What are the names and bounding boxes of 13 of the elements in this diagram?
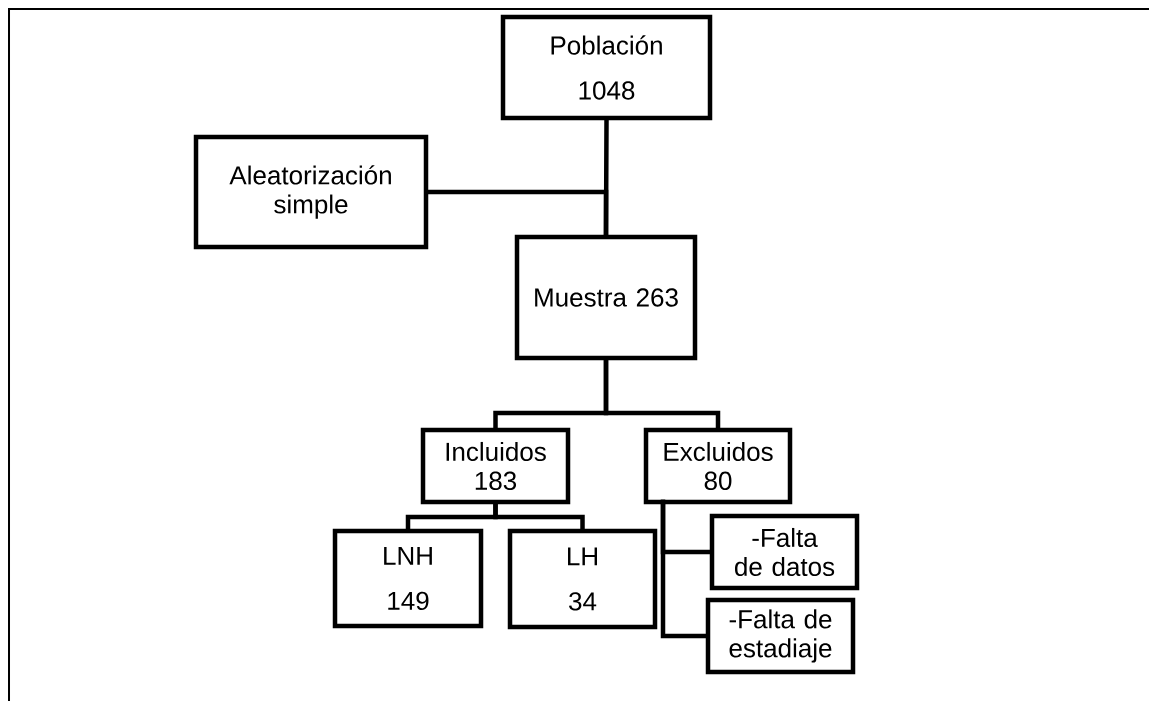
box: Incluidos 183 [420,427,571,505]
box: -Falta de estadiaje [705,597,856,675]
box: Excluidos 80 [643,427,793,505]
box: Muestra 263 [514,234,698,361]
connector-line [426,189,609,237]
connector-line [603,358,721,430]
connector-line [493,502,585,531]
box: LNH 149 [332,528,484,629]
box: -Falta de datos [709,513,860,591]
box: LH 34 [507,528,658,630]
connector-line [660,499,708,639]
box: Aleatorización simple [193,134,429,250]
box: Población 1048 [500,14,713,121]
